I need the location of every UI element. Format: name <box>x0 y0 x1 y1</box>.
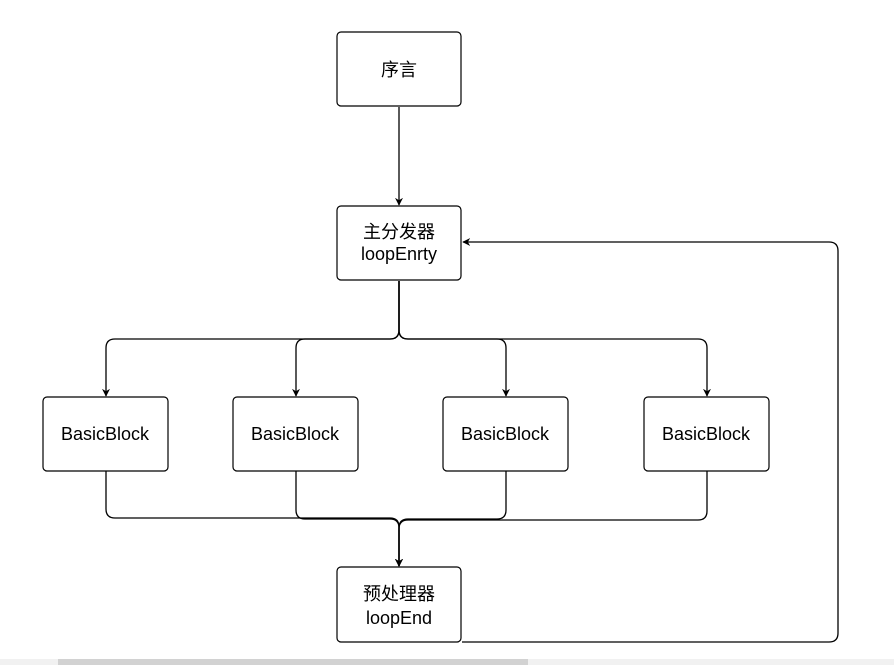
node-basic-block-4-label: BasicBlock <box>662 424 751 444</box>
node-dispatcher-label-line1: 主分发器 <box>363 222 435 242</box>
node-basic-block-1-label: BasicBlock <box>61 424 150 444</box>
node-basic-block-2-label: BasicBlock <box>251 424 340 444</box>
node-dispatcher: 主分发器 loopEnrty <box>336 205 462 281</box>
edge-block4-to-preprocessor <box>395 471 708 567</box>
node-basic-block-2: BasicBlock <box>232 396 359 472</box>
edge-block3-to-preprocessor <box>395 471 507 567</box>
node-prologue: 序言 <box>336 31 462 107</box>
edge-dispatcher-to-block2 <box>292 281 400 397</box>
node-dispatcher-label-line2: loopEnrty <box>361 244 437 264</box>
node-basic-block-3-label: BasicBlock <box>461 424 550 444</box>
edge-block2-to-preprocessor <box>295 471 403 567</box>
node-prologue-label: 序言 <box>381 60 417 80</box>
node-preprocessor: 预处理器 loopEnd <box>336 566 462 643</box>
node-basic-block-4: BasicBlock <box>643 396 770 472</box>
horizontal-scrollbar[interactable] <box>0 659 894 665</box>
horizontal-scrollbar-thumb[interactable] <box>58 659 528 665</box>
edge-dispatcher-to-block4 <box>398 281 711 397</box>
node-preprocessor-label-line1: 预处理器 <box>363 584 435 604</box>
node-preprocessor-label-line2: loopEnd <box>366 608 432 628</box>
node-basic-block-3: BasicBlock <box>442 396 569 472</box>
node-basic-block-1: BasicBlock <box>42 396 169 472</box>
edge-preprocessor-to-dispatcher <box>462 238 839 643</box>
